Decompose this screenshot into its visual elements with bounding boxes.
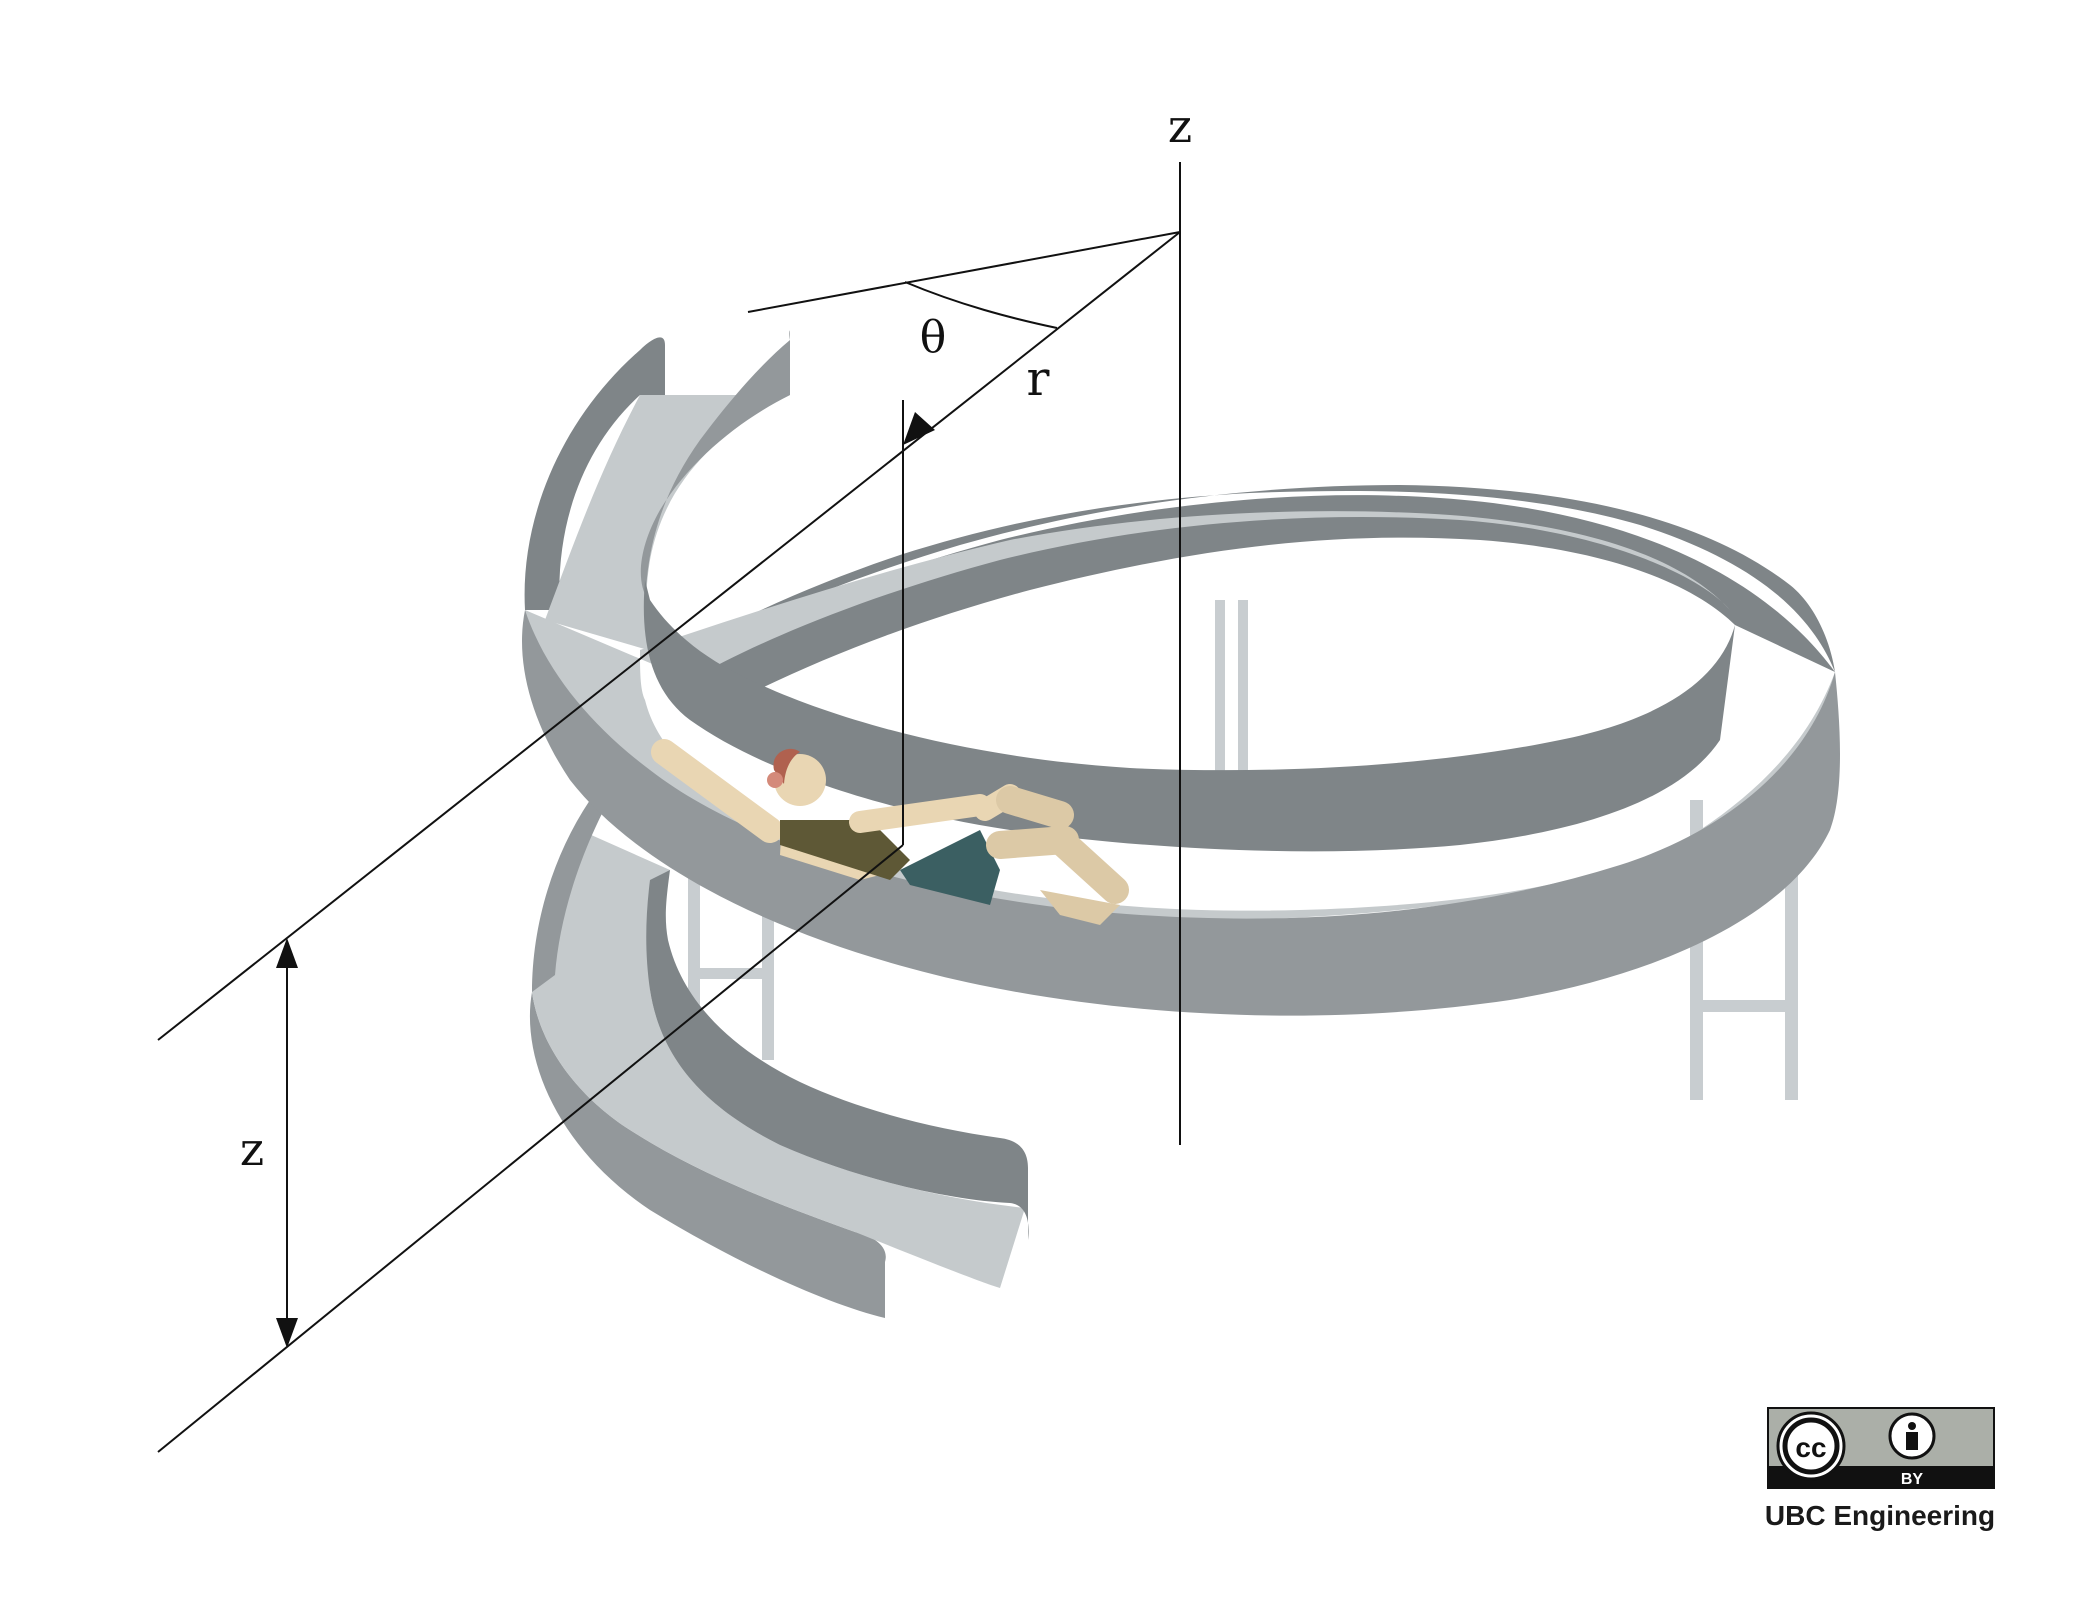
slide-lower-turn (529, 780, 1029, 1318)
theta-label: θ (920, 312, 947, 363)
slide-front-wall (522, 610, 1840, 1016)
svg-text:cc: cc (1795, 1432, 1826, 1463)
lower-reference-line (157, 844, 904, 1453)
height-label: z (240, 1122, 264, 1176)
license-by-text: BY (1901, 1471, 1924, 1488)
theta-arc (904, 281, 1058, 329)
cc-by-license-badge: cc BY (1767, 1407, 1995, 1489)
radius-label: r (1027, 351, 1050, 407)
radius-line (157, 231, 1181, 1041)
dimension-arrowheads (276, 412, 935, 1348)
dimension-lines (157, 162, 1181, 1453)
credit-text: UBC Engineering (1764, 1500, 1996, 1531)
attribution-person-icon (1888, 1412, 1936, 1460)
slide-rider-figure (651, 739, 1129, 925)
height-arrow-top (276, 938, 298, 968)
height-arrow-bottom (276, 1318, 298, 1348)
creative-commons-icon: cc (1776, 1411, 1846, 1481)
radius-arrowhead (903, 412, 935, 445)
slide-outer-lip (700, 485, 1835, 672)
slide-inner-wall (643, 580, 1735, 852)
theta-reference-line (747, 231, 1181, 313)
z-axis-label: z (1168, 99, 1192, 153)
slide-entry-segment (524, 330, 790, 650)
